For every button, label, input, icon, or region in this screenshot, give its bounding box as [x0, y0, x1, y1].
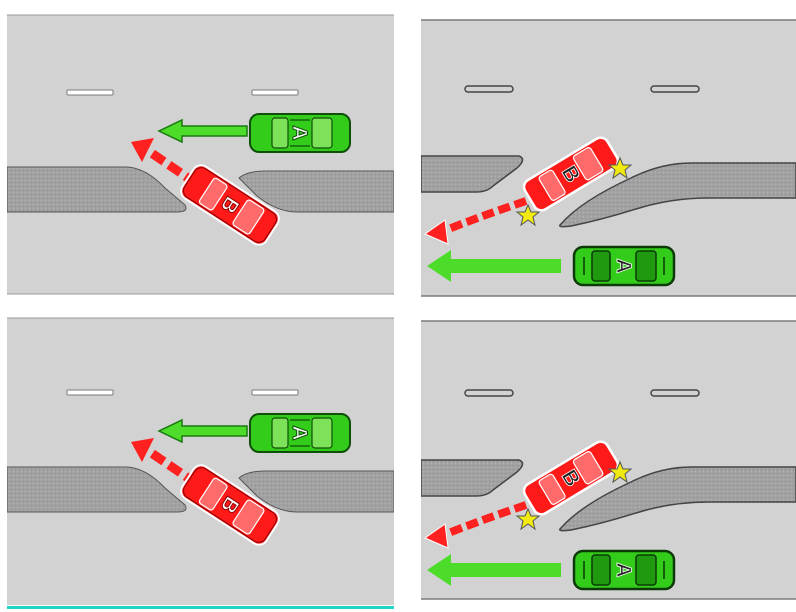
median-left	[7, 166, 187, 213]
lane-marking	[251, 89, 299, 96]
car-a-icon: A	[249, 113, 351, 153]
car-b-icon: B	[522, 440, 620, 516]
car-a-label: A	[612, 562, 635, 577]
road	[7, 318, 394, 605]
car-a-label: A	[288, 425, 311, 440]
bottom-accent-strip	[7, 606, 394, 609]
median-right	[559, 162, 796, 228]
direction-arrow-icon	[157, 118, 248, 144]
direction-arrow-icon	[157, 418, 248, 444]
median-left	[421, 155, 524, 193]
panel-bottom-left: A B	[7, 309, 394, 610]
lane-marking	[650, 85, 700, 93]
lane-marking	[464, 85, 514, 93]
direction-arrow-icon	[423, 197, 528, 245]
lane-marking	[251, 389, 299, 396]
impact-star-icon	[515, 203, 541, 227]
direction-arrow-icon	[427, 554, 561, 586]
panel-top-right: B A	[421, 6, 796, 300]
median-left	[421, 459, 524, 497]
panel-bottom-right: B A	[421, 309, 796, 610]
panel-top-left: A B	[7, 6, 394, 300]
car-b-icon: B	[180, 164, 280, 246]
median-right	[238, 470, 394, 513]
impact-star-icon	[607, 460, 633, 484]
median-right	[238, 170, 394, 213]
road	[7, 15, 394, 294]
lane-marking	[650, 389, 700, 397]
direction-arrow-icon	[427, 250, 561, 282]
direction-arrow-icon	[423, 501, 528, 549]
car-a-label: A	[612, 258, 635, 273]
car-a-icon: A	[572, 245, 676, 287]
car-b-icon: B	[522, 136, 620, 212]
impact-star-icon	[515, 507, 541, 531]
lane-marking	[464, 389, 514, 397]
median-right	[559, 466, 796, 532]
lane-marking	[66, 89, 114, 96]
median-left	[7, 466, 187, 513]
car-a-icon: A	[572, 549, 676, 591]
car-a-icon: A	[249, 413, 351, 453]
impact-star-icon	[607, 156, 633, 180]
lane-marking	[66, 389, 114, 396]
car-b-icon: B	[180, 464, 280, 546]
car-a-label: A	[288, 125, 311, 140]
